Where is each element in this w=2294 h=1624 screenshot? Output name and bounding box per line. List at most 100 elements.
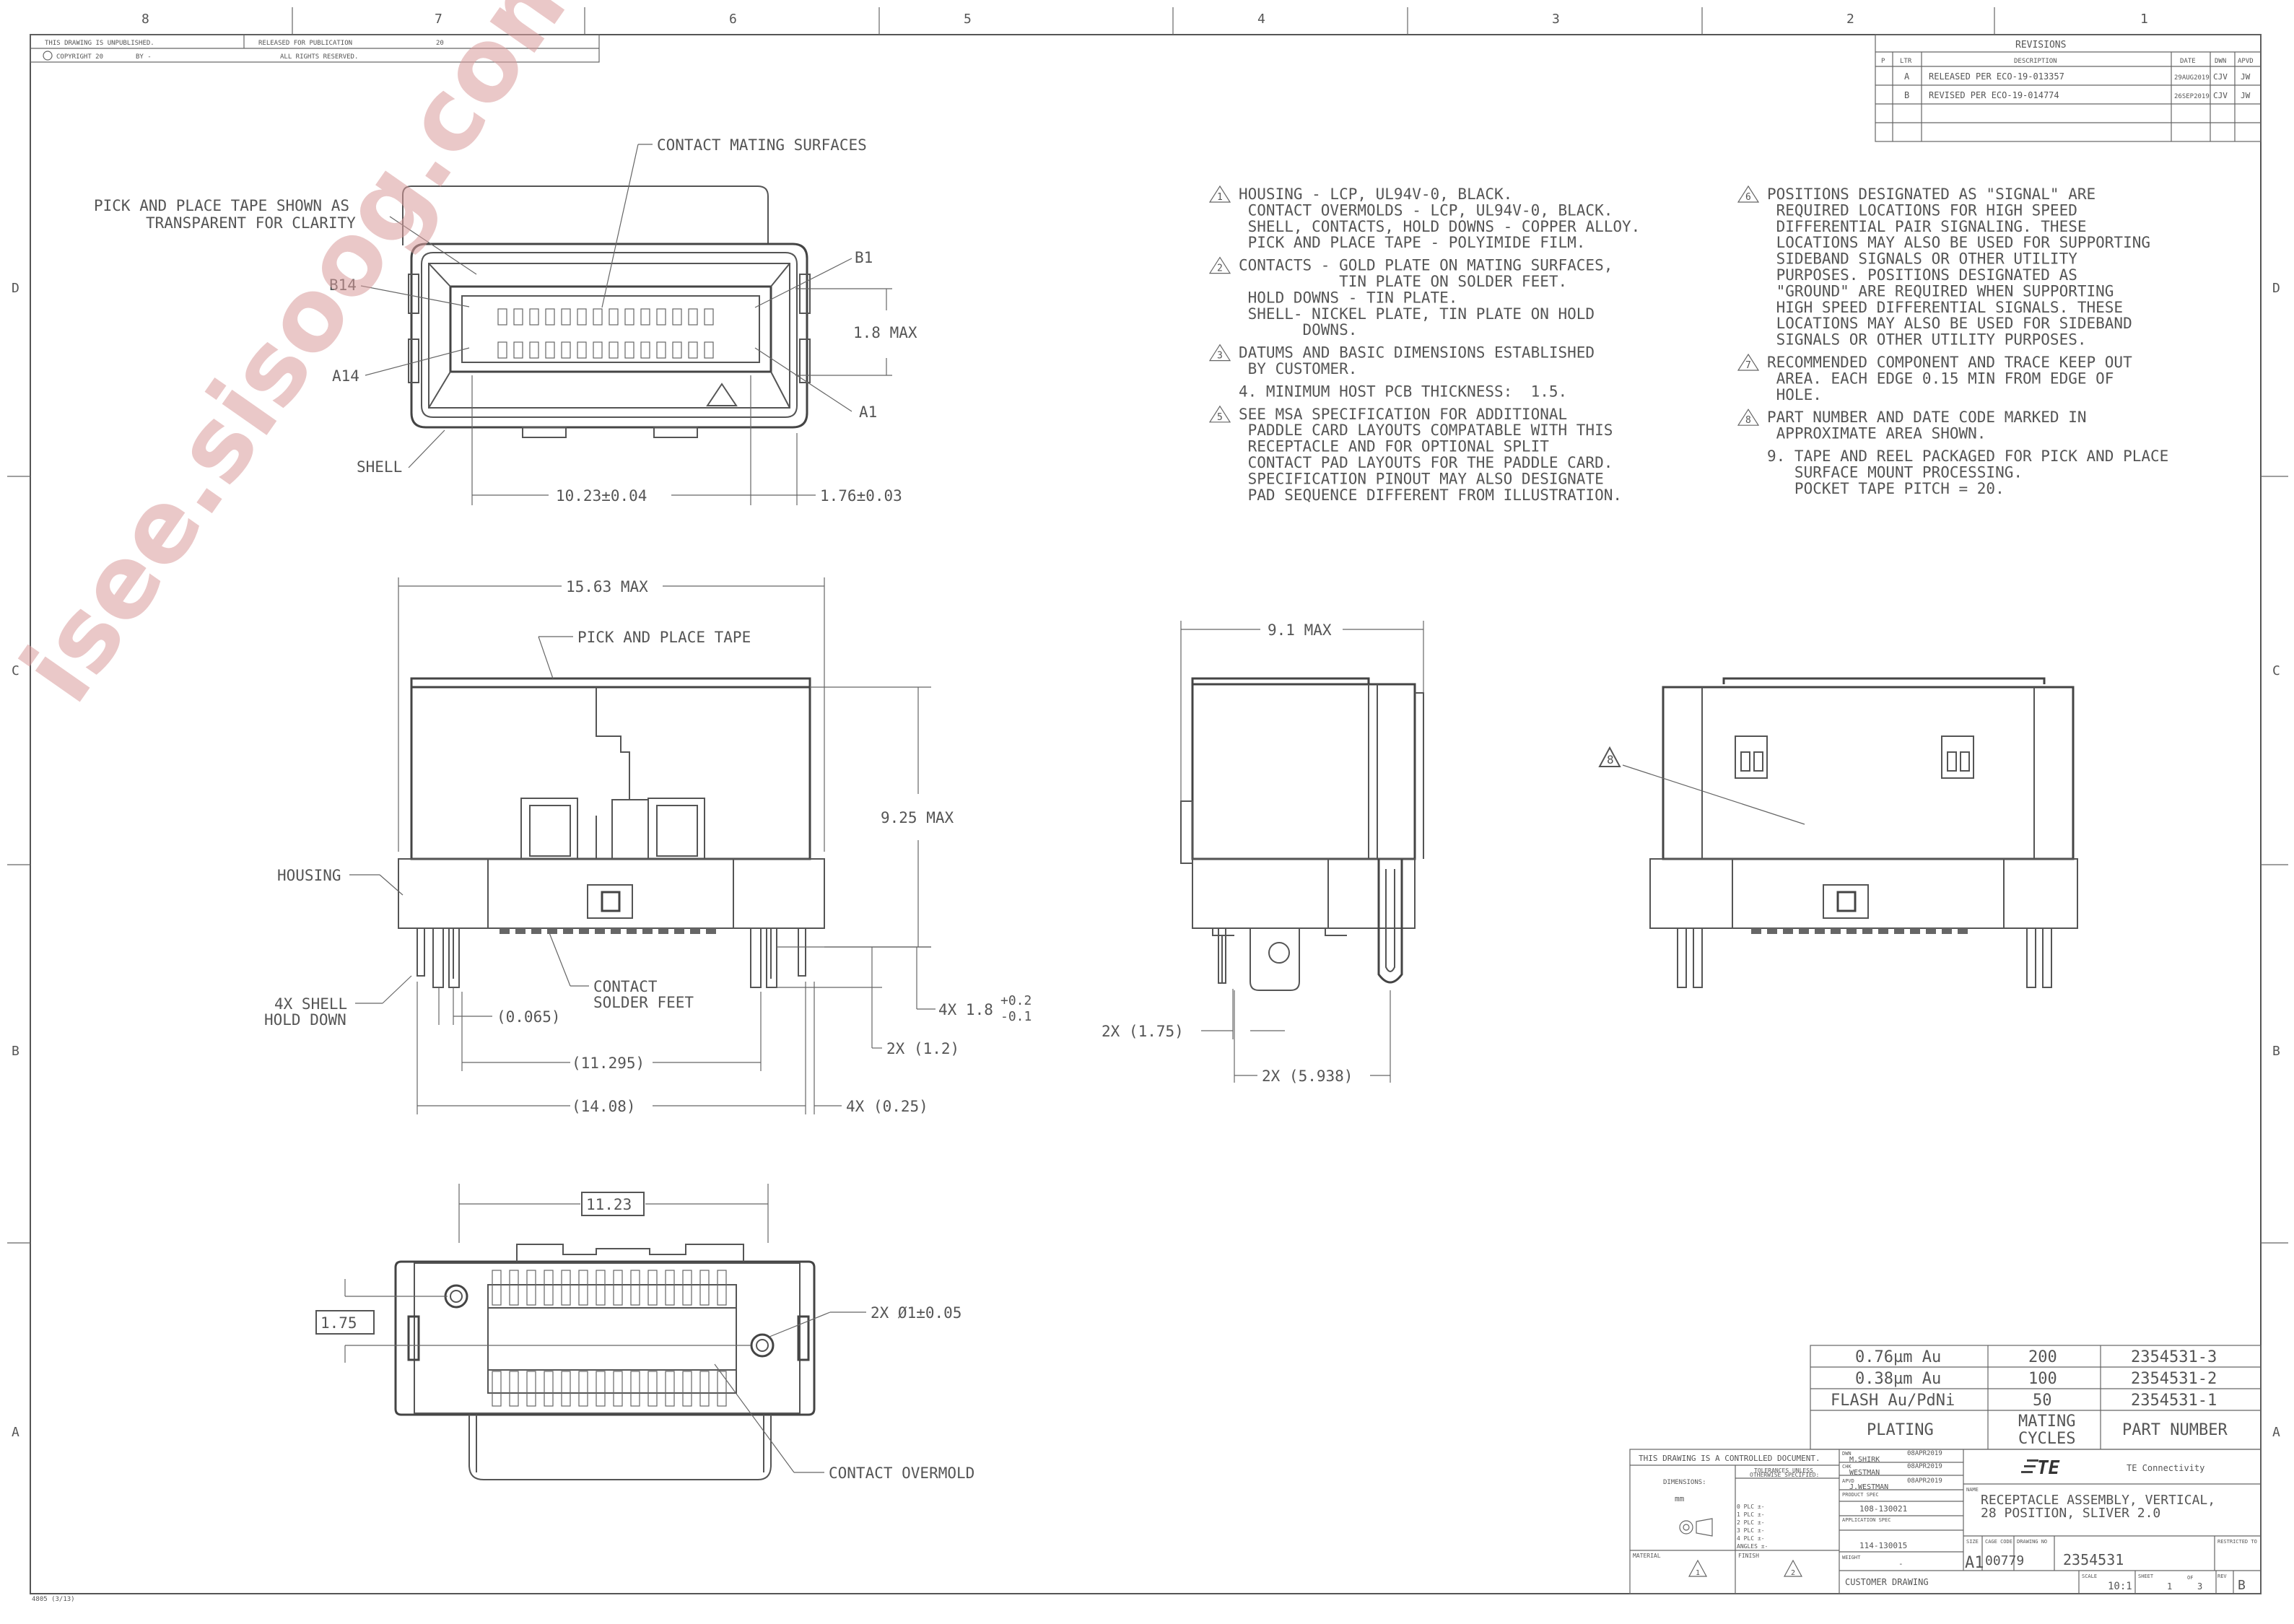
note-line: HOLE. xyxy=(1767,386,1822,403)
note-line: DATUMS AND BASIC DIMENSIONS ESTABLISHED xyxy=(1239,344,1595,362)
dim-2x-1-75: 2X (1.75) xyxy=(1102,1023,1184,1040)
contact-overmold-slot xyxy=(613,1270,623,1306)
dimensions-label: DIMENSIONS: xyxy=(1663,1479,1706,1486)
part-number-cell: 2354531-2 xyxy=(2131,1370,2217,1388)
rev-row-dwn: CJV xyxy=(2213,72,2228,82)
contact xyxy=(624,341,634,359)
cage-label: CAGE CODE xyxy=(1985,1539,2012,1545)
note-line: SIGNALS OR OTHER UTILITY PURPOSES. xyxy=(1767,331,2087,349)
note-line: HOLD DOWNS - TIN PLATE. xyxy=(1239,289,1457,306)
contact-overmold-slot xyxy=(699,1270,710,1306)
controlled-doc: THIS DRAWING IS A CONTROLLED DOCUMENT. xyxy=(1639,1454,1820,1463)
note-line: POCKET TAPE PITCH = 20. xyxy=(1767,480,2005,497)
note-line: PICK AND PLACE TAPE - POLYIMIDE FILM. xyxy=(1239,234,1585,251)
rev-row-apvd: JW xyxy=(2241,72,2251,82)
part-name-line: 28 POSITION, SLIVER 2.0 xyxy=(1981,1506,2160,1521)
finish-mark: 2 xyxy=(1791,1569,1795,1577)
part-number-cell: 2354531-1 xyxy=(2131,1392,2217,1410)
material-label: MATERIAL xyxy=(1633,1553,1661,1559)
cage-value: 00779 xyxy=(1985,1553,2024,1568)
rear-view xyxy=(1649,677,2078,988)
note-mark: 7 xyxy=(1745,360,1751,371)
solder-foot xyxy=(1926,928,1936,934)
note-line: 4. MINIMUM HOST PCB THICKNESS: 1.5. xyxy=(1239,383,1567,400)
label-contact-overmold: CONTACT OVERMOLD xyxy=(829,1464,974,1482)
label-a14: A14 xyxy=(332,367,359,385)
solder-foot xyxy=(500,928,510,934)
product-spec-label: PRODUCT SPEC xyxy=(1842,1492,1879,1498)
note: 2 CONTACTS - GOLD PLATE ON MATING SURFACE… xyxy=(1208,256,1613,339)
rev-header-desc: DESCRIPTION xyxy=(2014,58,2057,65)
zone-row-labels: D C B A D C B A xyxy=(12,281,2280,1440)
label-pick-tape: PICK AND PLACE TAPE xyxy=(577,629,751,646)
sheet-label: SHEET xyxy=(2138,1573,2154,1579)
dim-1-8-max: 1.8 MAX xyxy=(853,324,917,341)
note-line: LOCATIONS MAY ALSO BE USED FOR SUPPORTIN… xyxy=(1767,234,2150,251)
name-label: NAME xyxy=(1966,1487,1979,1493)
contact-overmold-slot xyxy=(665,1270,675,1306)
apvd-name: J.WESTMAN xyxy=(1849,1483,1888,1491)
front-view xyxy=(398,677,825,988)
contact-overmold-slot xyxy=(578,1371,588,1407)
company-name: TE Connectivity xyxy=(2127,1463,2204,1473)
plc-line: 3 PLC ±- xyxy=(1737,1527,1765,1534)
zone-row: B xyxy=(2272,1044,2280,1059)
solder-foot xyxy=(1831,928,1841,934)
note-mark: 2 xyxy=(1217,263,1223,274)
note-line: SPECIFICATION PINOUT MAY ALSO DESIGNATE xyxy=(1239,470,1604,487)
contact-overmold-slot xyxy=(630,1371,640,1407)
cycles-cell: 200 xyxy=(2028,1348,2057,1366)
dim-2x-1-2: 2X (1.2) xyxy=(886,1040,959,1057)
solder-foot xyxy=(706,928,716,934)
solder-foot xyxy=(611,928,621,934)
dim-9-25: 9.25 MAX xyxy=(881,809,954,826)
finish-label: FINISH xyxy=(1738,1553,1759,1559)
form-number: 4805 (3/13) xyxy=(32,1596,75,1603)
dim-10-23: 10.23±0.04 xyxy=(556,487,647,505)
revisions-title: REVISIONS xyxy=(2015,40,2066,51)
label-pick-tape-clear: PICK AND PLACE TAPE SHOWN AS xyxy=(94,197,349,214)
solder-foot xyxy=(1894,928,1904,934)
note-line: RECEPTACLE AND FOR OPTIONAL SPLIT xyxy=(1239,438,1549,455)
note-line: RECOMMENDED COMPONENT AND TRACE KEEP OUT xyxy=(1767,354,2132,371)
zone-col: 3 xyxy=(1552,12,1560,27)
chk-name: WESTMAN xyxy=(1849,1469,1880,1477)
zone-row: A xyxy=(12,1425,19,1440)
dwn-label: DWN xyxy=(1842,1451,1852,1457)
zone-col: 8 xyxy=(141,12,149,27)
sheet-border xyxy=(7,7,2288,1594)
bottom-view xyxy=(394,1244,816,1480)
contact xyxy=(640,341,650,359)
projection-symbol-icon xyxy=(1679,1518,1713,1537)
note-line: CONTACTS - GOLD PLATE ON MATING SURFACES… xyxy=(1239,257,1613,274)
note-line: BY CUSTOMER. xyxy=(1239,360,1357,377)
label-b14: B14 xyxy=(329,276,357,294)
rev-row-desc: REVISED PER ECO-19-014774 xyxy=(1929,90,2059,100)
of-label: OF xyxy=(2187,1575,2193,1581)
note-line: TIN PLATE ON SOLDER FEET. xyxy=(1239,273,1567,290)
solder-foot xyxy=(642,928,653,934)
material-mark: 1 xyxy=(1696,1569,1700,1577)
solder-foot xyxy=(579,928,589,934)
plating-cell: FLASH Au/PdNi xyxy=(1831,1392,1955,1410)
solder-foot xyxy=(1862,928,1872,934)
plating-cell: 0.38µm Au xyxy=(1855,1370,1941,1388)
contact-overmold-slot xyxy=(682,1371,692,1407)
part-number-cell: 2354531-3 xyxy=(2131,1348,2217,1366)
zone-row: D xyxy=(2272,281,2280,296)
solder-foot xyxy=(658,928,668,934)
label-a1: A1 xyxy=(859,403,877,421)
rev-row-apvd: JW xyxy=(2241,91,2251,100)
label-shell-hold: HOLD DOWN xyxy=(264,1011,346,1029)
released-year: 20 xyxy=(436,40,444,47)
contact xyxy=(593,308,603,326)
plating-cell: 0.76µm Au xyxy=(1855,1348,1941,1366)
zone-row: C xyxy=(12,663,19,678)
contact xyxy=(577,308,587,326)
dim-tol-minus: -0.1 xyxy=(1000,1009,1032,1024)
weight-label: WEIGHT xyxy=(1842,1555,1861,1560)
